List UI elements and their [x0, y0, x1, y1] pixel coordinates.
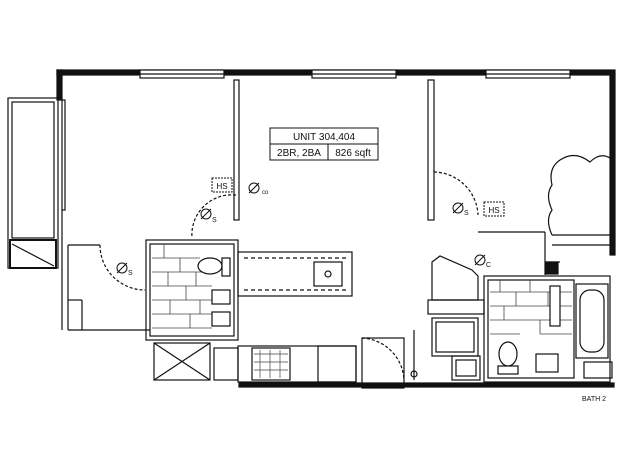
unit-type: 2BR, 2BA — [277, 148, 321, 159]
svg-text:HS: HS — [216, 182, 227, 191]
kitchen-counter — [213, 345, 357, 383]
smoke-detector-symbol-3: S — [116, 262, 133, 277]
windows — [139, 69, 571, 79]
planter-area — [545, 154, 611, 275]
smoke-detector-symbol-2: S — [452, 202, 469, 217]
bedroom-divider-left — [191, 79, 240, 239]
bathroom-2 — [483, 275, 613, 383]
unit-area: 826 sqft — [335, 148, 371, 159]
bath-2-label: BATH 2 — [582, 396, 606, 403]
bedroom-divider-right — [427, 79, 546, 275]
svg-text:S: S — [212, 217, 217, 224]
svg-text:HS: HS — [488, 206, 499, 215]
svg-text:co: co — [262, 190, 269, 196]
co-detector-symbol-2: co — [248, 182, 269, 196]
svg-text:C: C — [486, 262, 491, 269]
bathroom-1 — [145, 239, 239, 381]
svg-text:S: S — [464, 210, 469, 217]
left-wing-walls — [61, 210, 150, 331]
hose-bib-symbol-2: HS — [483, 201, 505, 217]
laundry-closet — [410, 255, 485, 381]
smoke-detector-symbol-1: S — [200, 208, 217, 224]
hose-bib-symbol-1: HS — [211, 177, 233, 193]
unit-number: UNIT 304,404 — [293, 132, 356, 143]
entry-door — [361, 337, 405, 389]
exterior-walls — [56, 69, 616, 388]
svg-text:S: S — [128, 270, 133, 277]
unit-label: UNIT 304,404 2BR, 2BA 826 sqft — [269, 127, 379, 161]
balcony — [7, 97, 59, 269]
co-detector-symbol-1: C — [474, 254, 491, 269]
kitchen-island — [237, 251, 353, 297]
fixture-symbols: HS HS co S S S C — [116, 177, 505, 277]
